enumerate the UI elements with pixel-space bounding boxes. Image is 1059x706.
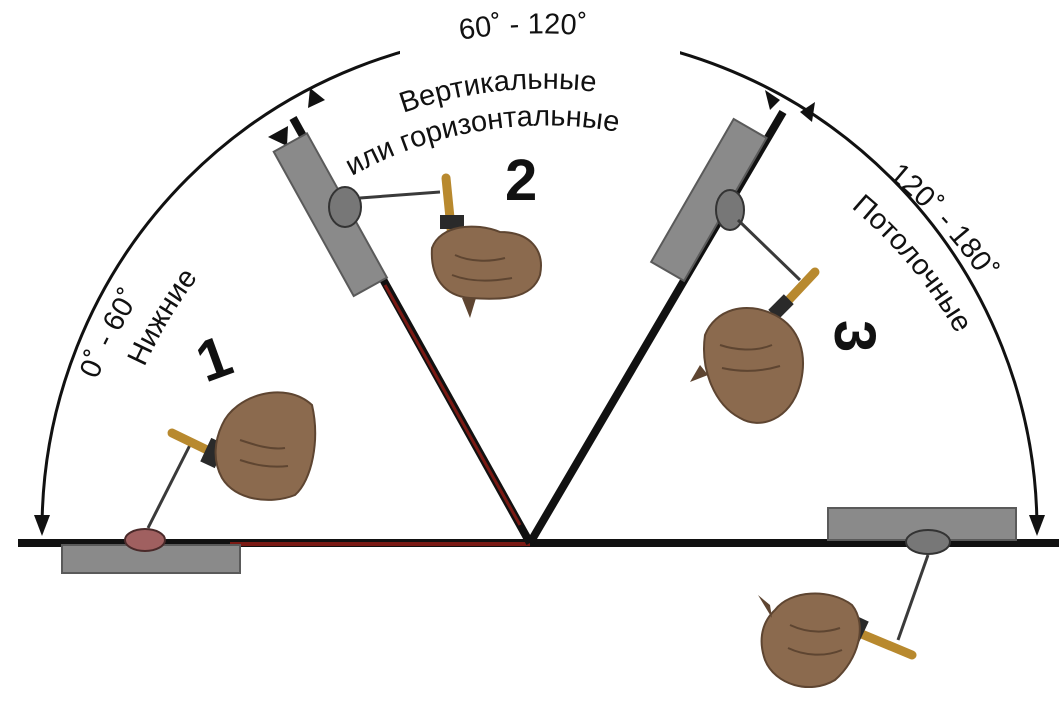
welder-hand-icon [216, 392, 316, 500]
arrow-icon [34, 88, 1045, 536]
electrode-rod [148, 445, 190, 528]
weld-plate-icon [651, 119, 766, 281]
welder-hand-icon [432, 227, 541, 318]
weld-spot [906, 530, 950, 554]
electrode-holder-icon [768, 272, 815, 320]
zone-vertical-name-line2: или горизонтальные [340, 100, 622, 182]
welder-hand-icon [758, 594, 860, 688]
weld-spot [716, 190, 744, 230]
position-number-2: 2 [505, 148, 537, 213]
electrode-rod [738, 220, 800, 280]
electrode-rod [898, 555, 928, 640]
position-number-3: 3 [822, 320, 887, 352]
seam-line-vertical [385, 285, 520, 525]
weld-spot [125, 529, 165, 551]
weld-spot [329, 187, 361, 227]
welder-hand-icon [690, 308, 803, 423]
electrode-rod [360, 192, 440, 198]
position-number-1: 1 [188, 323, 241, 395]
